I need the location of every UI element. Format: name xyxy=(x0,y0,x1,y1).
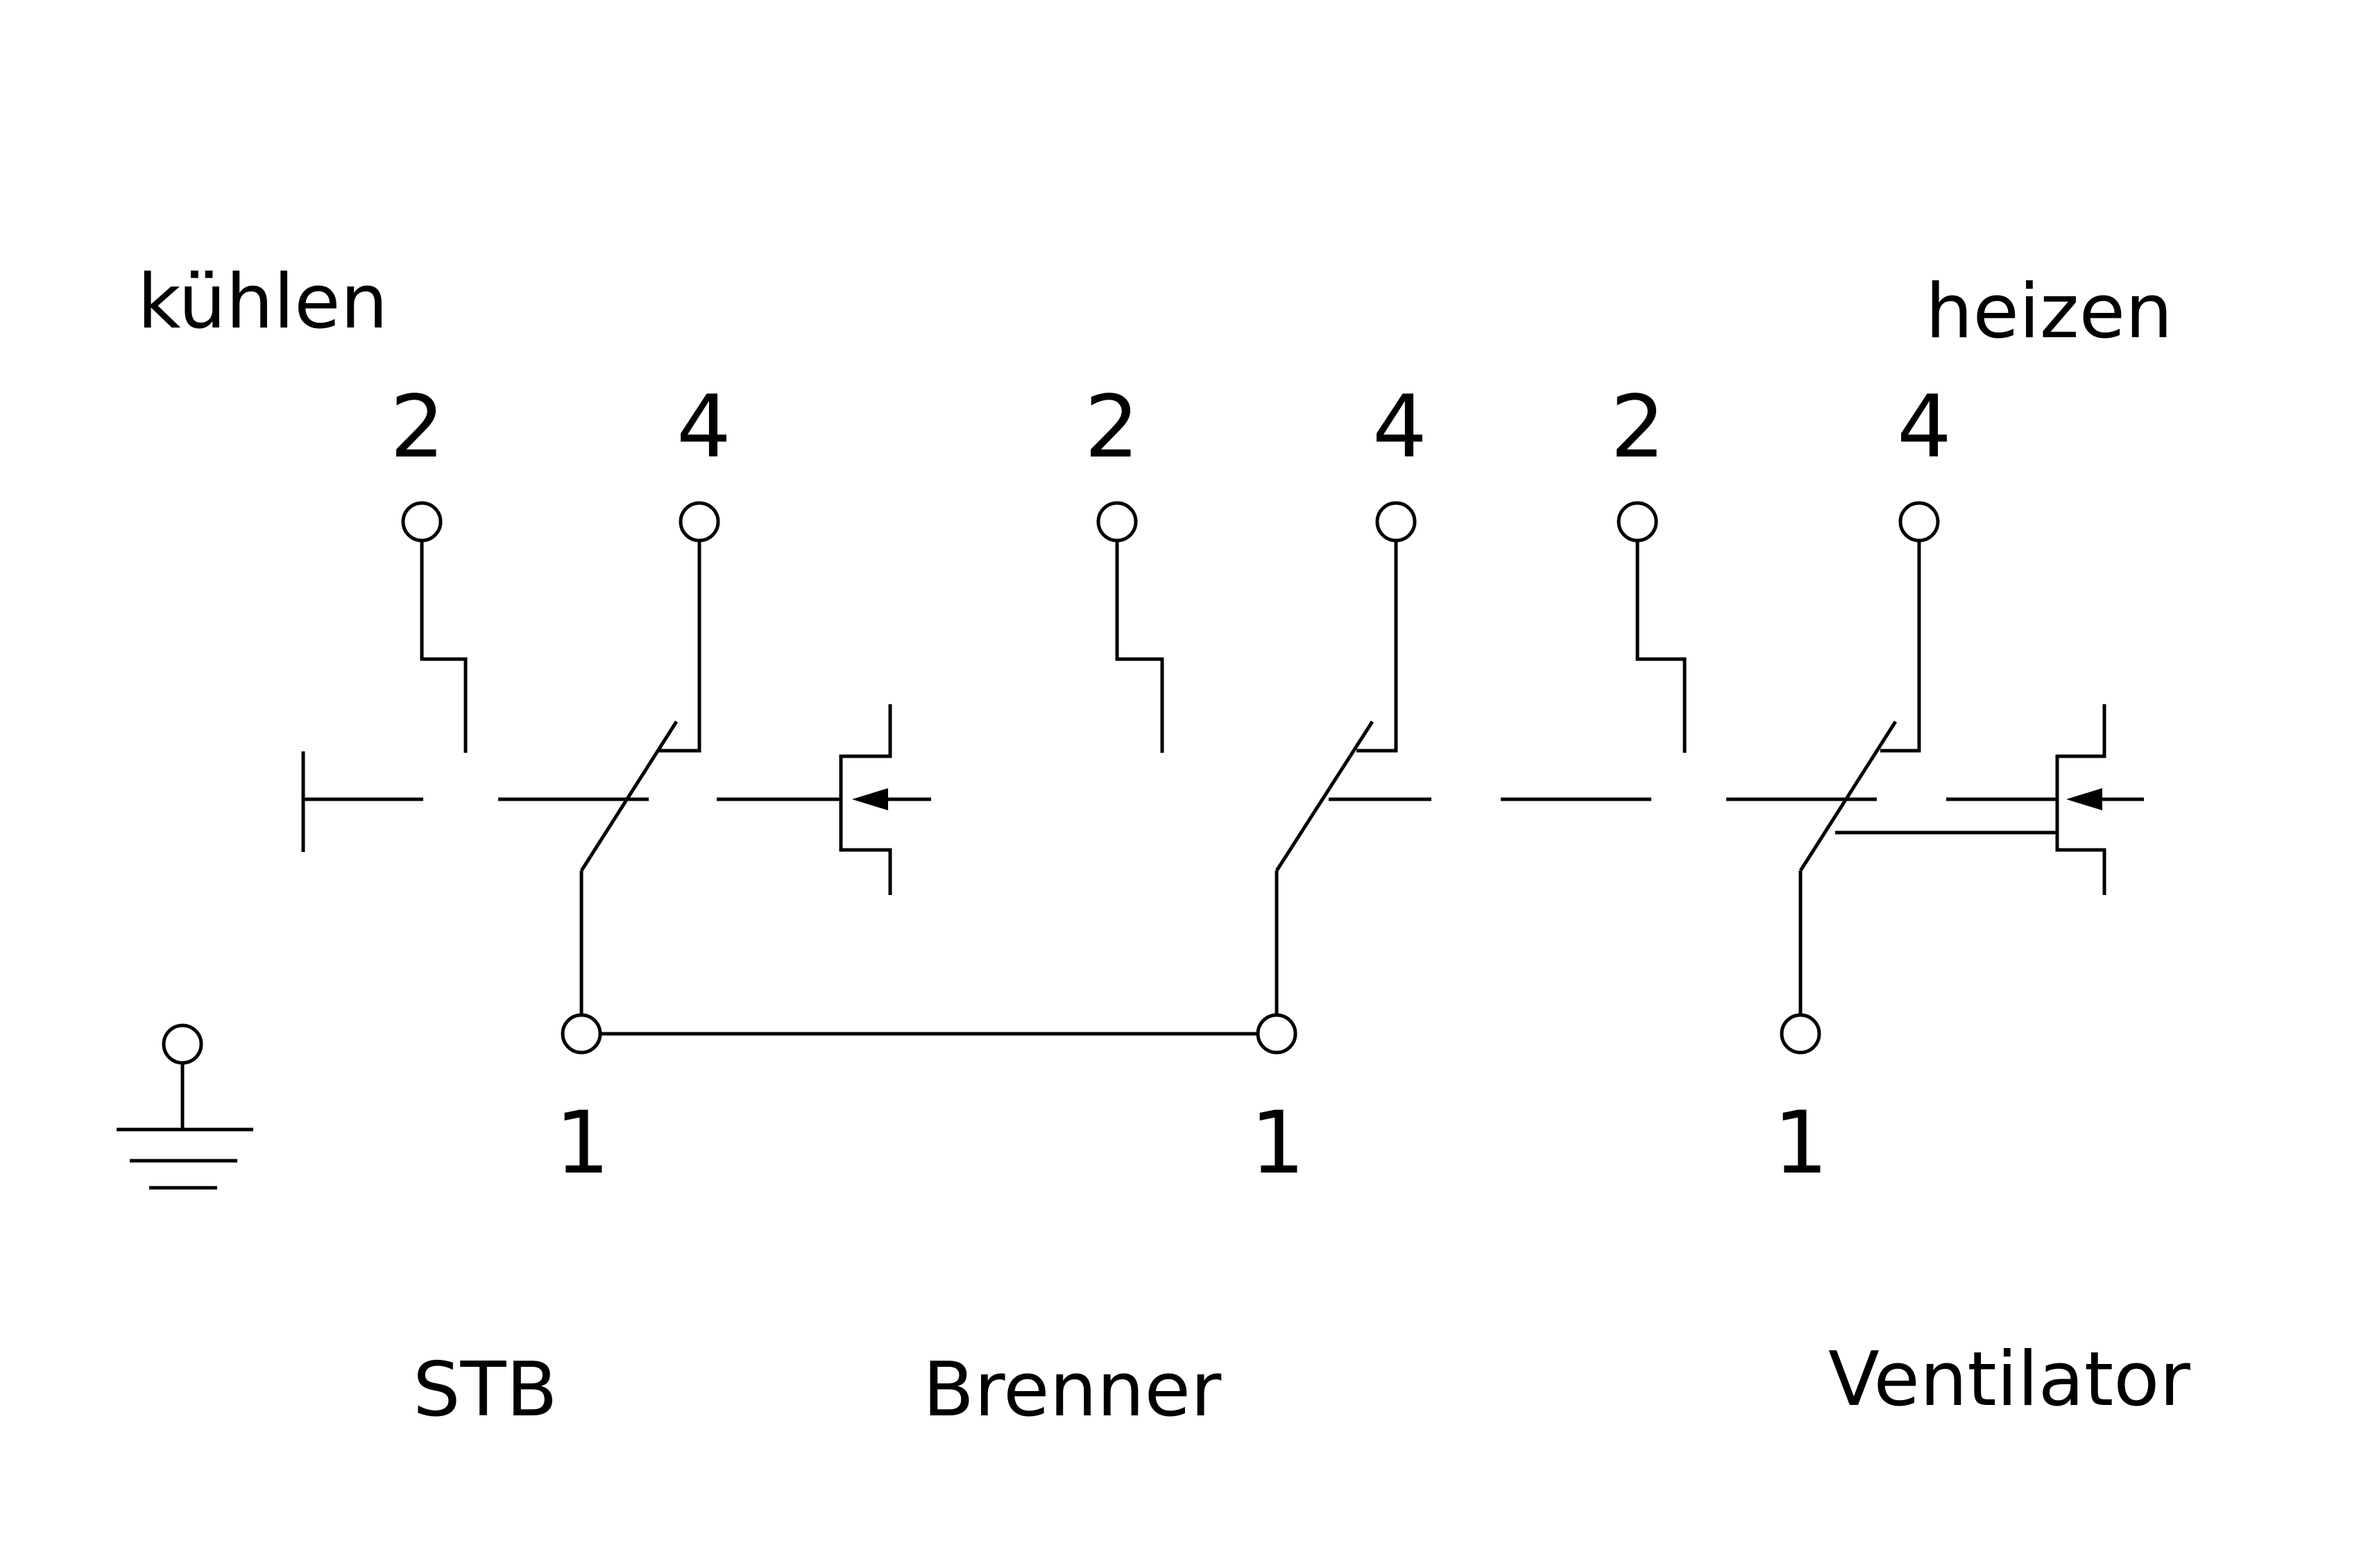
label-kuehlen: kühlen xyxy=(137,259,388,346)
stb-switch-blade xyxy=(579,720,679,872)
burner-terminal-2-label: 2 xyxy=(1084,377,1139,477)
burner-terminal-1-label: 1 xyxy=(1250,1093,1305,1193)
burner-terminal-4-label: 4 xyxy=(1372,377,1427,477)
fan-thermal-arrow-icon xyxy=(2066,788,2102,810)
stb-terminal-1 xyxy=(561,1013,602,1055)
fan-switch-blade xyxy=(1798,720,1898,872)
label-brenner: Brenner xyxy=(923,1347,1222,1433)
stb-thermal-actuator xyxy=(839,704,892,895)
fan-terminal-2-label: 2 xyxy=(1610,377,1665,477)
fan-terminal-1 xyxy=(1780,1013,1821,1055)
stb-contact-2 xyxy=(420,540,468,753)
burner-switch-blade xyxy=(1275,720,1374,872)
label-heizen: heizen xyxy=(1925,269,2172,355)
label-stb: STB xyxy=(413,1347,558,1433)
fan-thermal-actuator xyxy=(2055,704,2106,895)
stb-contact-4 xyxy=(659,540,701,753)
stb-thermal-arrow-icon xyxy=(852,788,888,810)
ground-terminal xyxy=(162,1023,203,1065)
stb-terminal-2-label: 2 xyxy=(390,377,445,477)
fan-terminal-2 xyxy=(1617,501,1658,543)
fan-terminal-4-label: 4 xyxy=(1897,377,1952,477)
stb-terminal-4-label: 4 xyxy=(676,377,731,477)
fan-contact-2 xyxy=(1635,540,1687,753)
burner-terminal-1 xyxy=(1256,1013,1297,1055)
burner-terminal-2 xyxy=(1096,501,1138,543)
stb-terminal-2 xyxy=(401,501,443,543)
fan-terminal-4 xyxy=(1898,501,1940,543)
fan-switch xyxy=(1617,501,2144,1055)
burner-contact-4 xyxy=(1356,540,1398,753)
burner-contact-2 xyxy=(1115,540,1164,753)
label-ventilator: Ventilator xyxy=(1828,1336,2190,1423)
stb-terminal-4 xyxy=(679,501,720,543)
stb-terminal-1-label: 1 xyxy=(555,1093,610,1193)
ground-icon xyxy=(117,1023,253,1190)
burner-switch xyxy=(1096,501,1431,1055)
stb-switch xyxy=(301,501,931,1055)
fan-terminal-1-label: 1 xyxy=(1773,1093,1828,1193)
burner-terminal-4 xyxy=(1375,501,1417,543)
fan-contact-4 xyxy=(1880,540,1921,753)
